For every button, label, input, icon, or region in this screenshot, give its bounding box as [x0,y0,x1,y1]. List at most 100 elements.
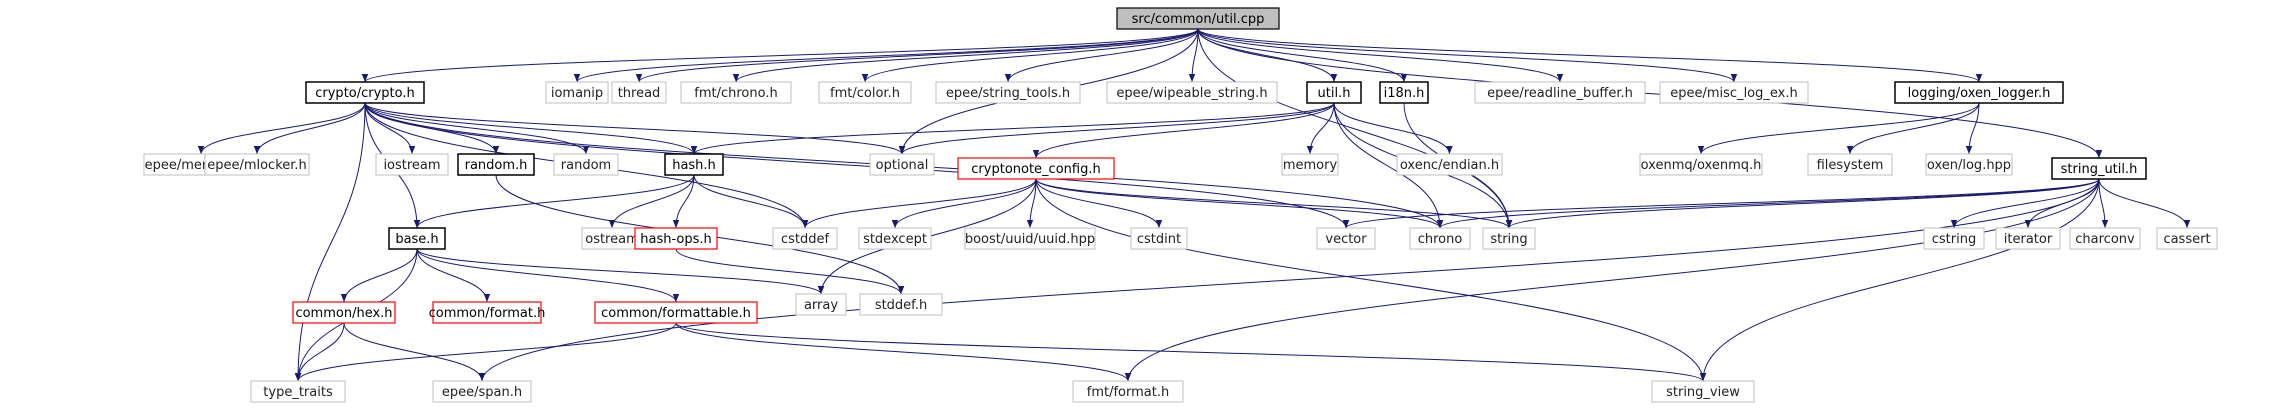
node-label-stringview: string_view [1666,385,1740,400]
node-label-base: base.h [395,232,438,247]
node-ostream: ostream [581,227,643,250]
node-optional: optional [869,153,935,176]
edge-crypto-to-hashh [364,102,698,155]
edge-util-to-memory [1306,102,1335,155]
node-box-stddef [859,293,943,316]
node-hashops[interactable]: hash-ops.h [634,227,718,250]
edge-root-to-string [1197,28,1513,229]
node-label-iostream: iostream [383,158,440,173]
node-cstring: cstring [1923,227,1985,250]
node-epeereadline: epee/readline_buffer.h [1474,81,1646,104]
node-epeestr: epee/string_tools.h [935,81,1081,104]
node-box-fmtformat [1072,380,1184,403]
node-label-cstdint: cstdint [1137,232,1181,247]
node-label-epeewipe: epee/wipeable_string.h [1116,86,1267,101]
edge-logging-to-oxenmq [1697,102,1980,155]
edge-root-to-fmtchrono [732,28,1199,83]
edge-root-to-epeemisc [1197,28,1738,83]
edge-hashops-to-stddef [675,248,905,295]
node-box-base [388,227,446,250]
node-label-cnconfig: cryptonote_config.h [971,162,1100,177]
node-label-thread: thread [618,86,661,101]
edge-root-to-strutil [1197,28,2103,159]
node-logging[interactable]: logging/oxen_logger.h [1894,81,2064,104]
node-box-i18n [1379,81,1429,104]
node-box-epeemisc [1659,81,1809,104]
edge-crypto-to-optional [364,102,906,155]
node-fmtchrono: fmt/chrono.h [680,81,792,104]
edge-util-to-oxencendian [1333,102,1453,155]
node-cnconfig[interactable]: cryptonote_config.h [957,157,1115,180]
edge-util-to-hashh [691,102,1335,155]
node-box-vector [1316,227,1376,250]
node-box-hashops [634,227,718,250]
node-label-boostuuid: boost/uuid/uuid.hpp [965,232,1095,247]
node-array: array [795,293,847,316]
node-typetraits: type_traits [250,380,346,403]
node-hashh[interactable]: hash.h [664,153,724,176]
edge-crypto-to-epeememwipe [197,102,366,155]
node-label-stddef: stddef.h [875,298,927,313]
edge-root-to-crypto [362,28,1199,83]
edge-cnconfig-to-stdexcept [891,178,1037,229]
node-box-cstdint [1130,227,1188,250]
node-box-iomanip [545,81,609,104]
nodes-layer: src/common/util.cpp crypto/crypto.h iomani… [143,7,2218,403]
node-label-root: src/common/util.cpp [1132,12,1265,27]
edge-hexh-to-epeespan [343,322,486,382]
edge-cnconfig-to-string [1035,178,1513,229]
node-stddef: stddef.h [859,293,943,316]
node-box-oxencendian [1396,153,1503,176]
node-box-util [1306,81,1362,104]
edge-cnconfig-to-boostuuid [1026,178,1037,229]
edge-hashh-to-hashops [672,174,695,229]
node-filesystem: filesystem [1807,153,1893,176]
node-formattable[interactable]: common/formattable.h [594,301,758,324]
node-label-hashops: hash-ops.h [640,232,712,247]
node-label-iterator: iterator [2004,232,2053,247]
node-box-iterator [1995,227,2061,250]
node-randomh[interactable]: random.h [457,153,535,176]
node-strutil[interactable]: string_util.h [2051,157,2147,180]
node-label-strutil: string_util.h [2061,162,2138,177]
node-box-filesystem [1807,153,1893,176]
node-label-cstring: cstring [1932,232,1976,247]
node-label-memory: memory [1283,158,1338,173]
node-label-array: array [804,298,838,313]
edge-logging-to-filesystem [1846,102,1980,155]
node-label-vector: vector [1325,232,1367,247]
node-iomanip: iomanip [545,81,609,104]
node-label-formattable: common/formattable.h [601,306,751,321]
node-hexh[interactable]: common/hex.h [292,301,396,324]
edge-strutil-to-cstring [1950,178,2100,229]
node-label-random: random [561,158,611,173]
edge-strutil-to-epeespan [478,178,2100,382]
node-label-fmtformat: fmt/format.h [1087,385,1169,400]
edge-root-to-epeestr [1004,28,1199,83]
node-label-chrono: chrono [1418,232,1463,247]
edge-base-to-formath [416,248,491,303]
node-util[interactable]: util.h [1306,81,1362,104]
node-root: src/common/util.cpp [1116,7,1280,30]
edge-util-to-optional [898,102,1335,155]
edge-logging-to-oxenlog [1965,102,1980,155]
edge-root-to-iomanip [573,28,1199,83]
node-i18n[interactable]: i18n.h [1379,81,1429,104]
edge-root-to-epeereadline [1197,28,1564,83]
node-label-charconv: charconv [2075,232,2135,247]
node-formath[interactable]: common/format.h [429,301,546,324]
node-crypto[interactable]: crypto/crypto.h [305,81,425,104]
edge-formattable-to-fmtformat [675,322,1132,382]
node-memory: memory [1281,153,1339,176]
edge-formattable-to-typetraits [294,322,677,382]
node-iterator: iterator [1995,227,2061,250]
node-label-stdexcept: stdexcept [863,232,927,247]
edge-strutil-to-stringview [1699,178,2100,382]
node-base[interactable]: base.h [388,227,446,250]
node-label-ostream: ostream [585,232,639,247]
edge-strutil-to-vector [1343,178,2100,229]
node-label-i18n: i18n.h [1384,86,1425,101]
node-box-crypto [305,81,425,104]
edge-cnconfig-to-chrono [1035,178,1444,229]
edge-crypto-to-random [364,102,590,155]
